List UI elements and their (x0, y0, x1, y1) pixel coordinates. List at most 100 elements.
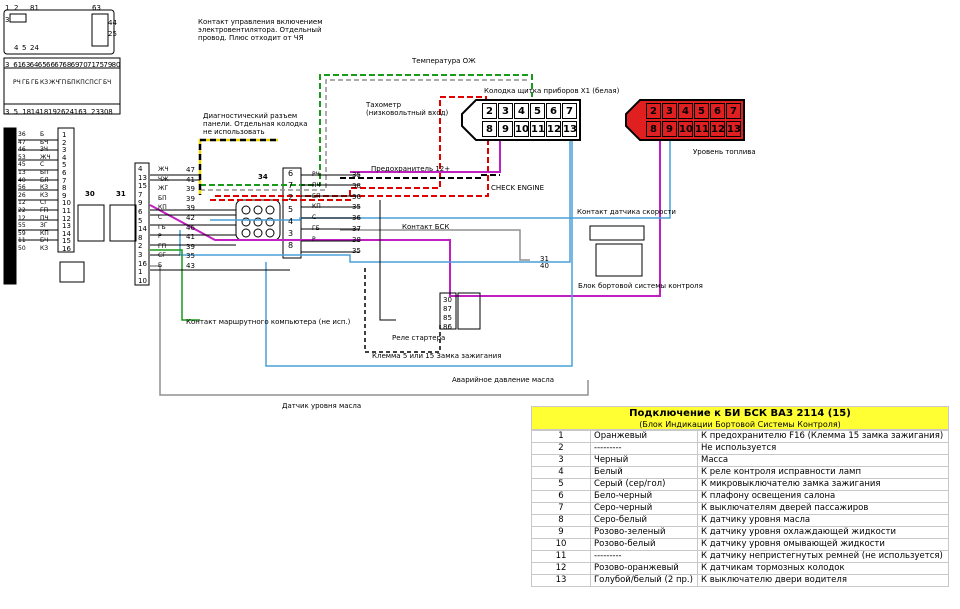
table-cell-desc: К датчику уровня охлаждающей жидкости (697, 526, 949, 539)
label-fuse-12v: Предохранитель 12+ (371, 165, 451, 173)
ecu-pin-number: 71 (87, 61, 96, 69)
bsk-left-pin: 2 (138, 242, 143, 251)
label-ignition-terminal: Клемма 5 или 15 Замка зажигания (372, 352, 502, 360)
x1-pin-2: 2 (482, 103, 497, 119)
table-cell-num: 9 (531, 526, 591, 539)
table-cell-num: 13 (531, 574, 591, 587)
bsk-left-pin: 6 (138, 208, 143, 216)
table-cell-num: 4 (531, 466, 591, 479)
wire-number-b: 36 (352, 214, 361, 223)
wire-number-b: 37 (352, 225, 361, 233)
bsk-left-pin: 8 (138, 233, 143, 242)
ecu-wire-color: КП (76, 79, 85, 86)
wire-color-a: ГБ (158, 223, 166, 231)
ecu-connector (3, 9, 137, 285)
ecu-pin-number: 64 (29, 61, 39, 69)
wire-number-b: 35 (352, 171, 361, 179)
table-cell-num: 11 (531, 550, 591, 563)
ecu-side-color: БЛ (40, 176, 49, 184)
ecu-side-number: 36 (18, 131, 26, 138)
wire-color-a: ЖЧ (158, 166, 169, 173)
ecu-side-color: КЗ (40, 245, 49, 252)
wire-number-b: 35 (352, 246, 361, 255)
ecu-wire-color: БП (67, 79, 76, 86)
ecu-side-color: ЗГ (40, 222, 48, 230)
table-cell-color: Оранжевый (590, 430, 698, 443)
table-cell-desc: К выключателям дверей пассажиров (697, 502, 949, 515)
table-cell-color: Серо-черный (590, 502, 698, 515)
ecu-right-number: 7 (62, 176, 67, 185)
wire-color-a: С (158, 214, 163, 221)
label-fan-contact: Контакт управления включением электровен… (198, 18, 323, 42)
fuel-pin-13: 13 (726, 121, 741, 137)
ecu-right-number: 15 (62, 237, 71, 246)
wire-color-a: КП (158, 204, 167, 212)
ecu-pin-number: 67 (54, 61, 64, 69)
speed-pin: 40 (540, 262, 549, 270)
wire-trip-green (150, 249, 200, 321)
fuel-pin-2: 2 (646, 103, 661, 119)
ecu-pin-bottom: 5 (13, 108, 19, 116)
ecu-top-number: 1 (5, 4, 10, 12)
ecu-side-number: 12 (18, 214, 26, 222)
wire-color-a: СГ (158, 252, 166, 260)
ecu-pin-bottom: 8 (108, 108, 113, 116)
wire-color-a: Р (158, 233, 162, 241)
ecu-top-number: 2 (14, 4, 19, 12)
wire-starter-relay (379, 200, 481, 330)
table-title: Подключение к БИ БСК ВАЗ 2114 (15) (629, 408, 851, 419)
ecu-side-color: ГП (40, 207, 49, 214)
table-row: 11---------К датчику непристегнутых ремн… (531, 550, 949, 563)
label-coolant-temp: Температура ОЖ (412, 57, 476, 65)
table-cell-color: Голубой/белый (2 пр.) (590, 574, 698, 587)
ecu-side-color: БЧ (40, 138, 49, 146)
wire-number-a: 47 (186, 166, 195, 174)
label-cluster-connector: Колодка щитка приборов Х1 (белая) (484, 87, 620, 95)
wire-number-a: 39 (186, 194, 195, 203)
table-cell-color: Розово-зеленый (590, 526, 698, 539)
table-cell-color: --------- (590, 550, 698, 563)
bsk-left-pin: 16 (138, 259, 147, 268)
node-number: 31 (116, 190, 126, 198)
ecu-pin-bottom: 14 (30, 108, 40, 116)
ecu-side-color: ЖЧ (40, 153, 51, 161)
ecu-wire-color: ГП (58, 79, 67, 86)
bsk-left-pin: 10 (138, 276, 147, 285)
bsk-mid-pin: 2 (288, 193, 294, 202)
ecu-wire-color: СП (85, 79, 94, 86)
table-cell-desc: К реле контроля исправности ламп (697, 466, 949, 479)
table-cell-color: Серый (сер/гол) (590, 478, 698, 491)
ecu-pin-bottom: 3 (82, 108, 87, 116)
fuel-pin-7: 7 (726, 103, 741, 119)
x1-pin-11: 11 (530, 121, 545, 137)
wire-number-a: 46 (186, 223, 195, 232)
ecu-pin-number: 3 (5, 61, 10, 69)
ecu-right-number: 11 (62, 207, 71, 215)
bsk-mid-pin: 3 (288, 229, 294, 238)
ecu-pin-number: 65 (37, 61, 47, 69)
wire-color-b: РЧ (312, 171, 320, 178)
wire-color-b: КП (312, 203, 321, 211)
node-number: 30 (85, 190, 95, 198)
wire-color-a: ЖГ (158, 185, 169, 193)
ecu-side-number: 50 (18, 245, 26, 252)
label-diag-connector: Диагностический разъем панели. Отдельная… (203, 112, 308, 136)
wire-ignition-dash (364, 268, 441, 353)
ecu-right-number: 5 (62, 161, 67, 170)
x1-pin-10: 10 (514, 121, 529, 137)
table-cell-color: Белый (590, 466, 698, 479)
table-cell-desc: К датчику непристегнутых ремней (не испо… (697, 550, 949, 563)
wire-number-a: 35 (186, 252, 195, 261)
label-bsk-block: Блок бортовой системы контроля (578, 282, 703, 290)
ecu-top-number: 44 (108, 19, 117, 27)
bsk-left-pin: 4 (138, 165, 143, 173)
ecu-wire-color: РЧ (13, 79, 21, 86)
label-starter-relay: Реле стартера (392, 334, 446, 342)
label-oil-pressure: Аварийное давление масла (452, 376, 555, 384)
table-cell-color: Черный (590, 454, 698, 467)
wire-color-b: Р (312, 235, 316, 243)
